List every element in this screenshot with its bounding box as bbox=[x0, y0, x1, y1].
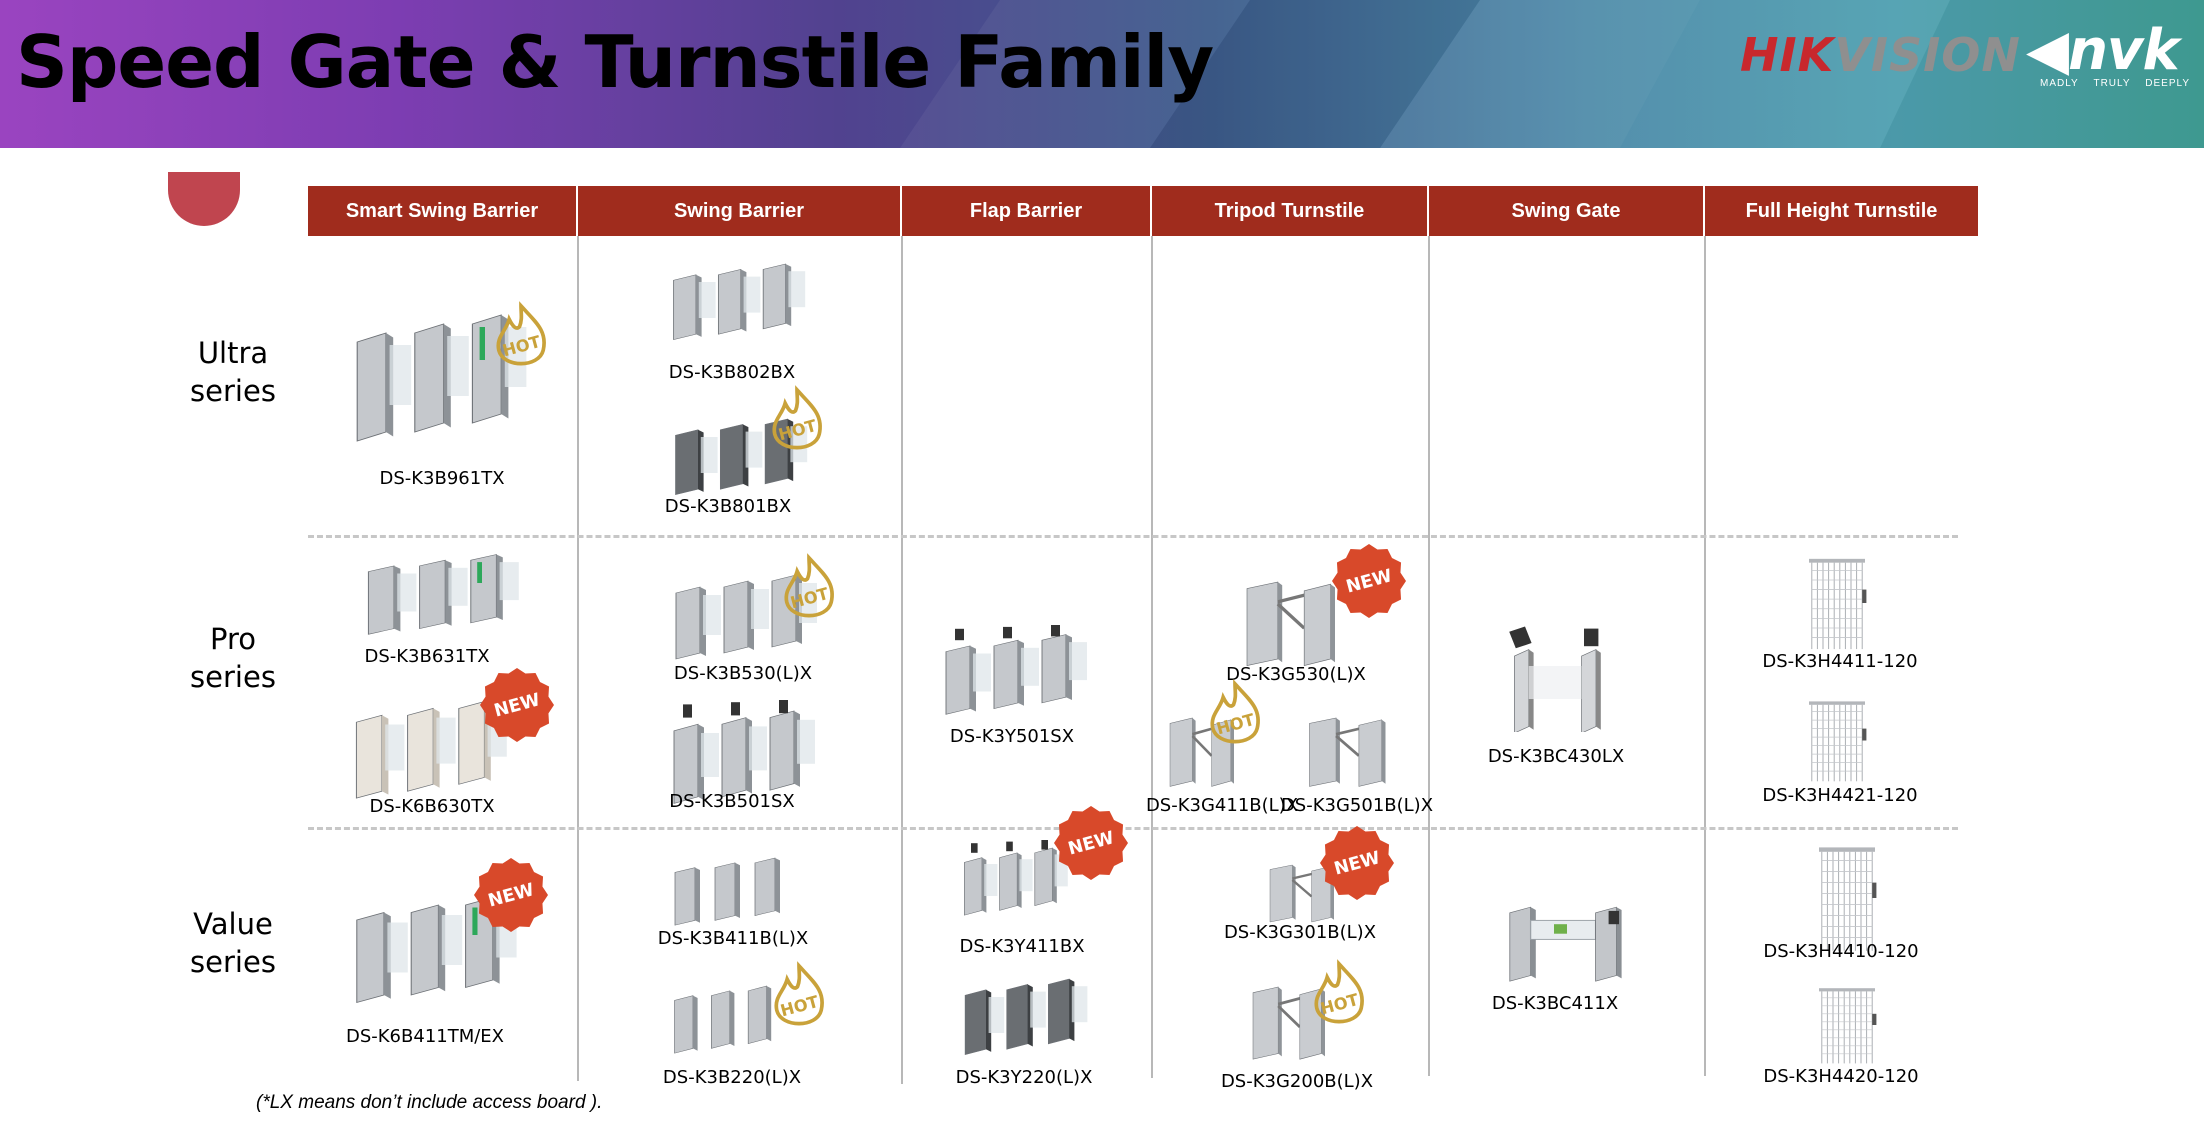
product-model-name: DS-K6B411TM/EX bbox=[345, 1026, 505, 1047]
column-header-swing-barrier: Swing Barrier bbox=[578, 186, 900, 236]
svg-text:HOT: HOT bbox=[500, 332, 543, 361]
nvk-tagline: MADLY TRULY DEEPLY bbox=[2040, 78, 2190, 89]
nvk-logo: ◀nvk bbox=[2026, 18, 2180, 83]
row-divider bbox=[308, 535, 1958, 538]
hot-badge-icon: HOT bbox=[760, 384, 834, 458]
column-divider bbox=[1151, 236, 1153, 1078]
tagline-word: DEEPLY bbox=[2145, 78, 2190, 89]
product-image bbox=[362, 545, 522, 640]
hot-badge-icon: HOT bbox=[1302, 958, 1376, 1032]
tagline-word: TRULY bbox=[2093, 78, 2131, 89]
column-header-smart-swing-barrier: Smart Swing Barrier bbox=[308, 186, 576, 236]
product-model-name: DS-K3H4421-120 bbox=[1762, 785, 1918, 806]
column-divider bbox=[1428, 236, 1430, 1076]
product-model-name: DS-K3G200B(L)X bbox=[1220, 1071, 1374, 1092]
product-model-name: DS-K3B411B(L)X bbox=[657, 928, 809, 949]
product-image bbox=[960, 840, 1070, 920]
column-divider bbox=[901, 236, 903, 1084]
product-image bbox=[940, 625, 1090, 720]
svg-text:HOT: HOT bbox=[1318, 990, 1361, 1019]
product-model-name: DS-K3Y411BX bbox=[959, 936, 1085, 957]
product-model-name: DS-K3G301B(L)X bbox=[1223, 922, 1377, 943]
column-header-tripod-turnstile: Tripod Turnstile bbox=[1152, 186, 1427, 236]
product-image bbox=[1244, 968, 1334, 1063]
hot-badge-icon: HOT bbox=[762, 960, 836, 1034]
product-model-name: DS-K3H4410-120 bbox=[1763, 941, 1919, 962]
product-model-name: DS-K3B801BX bbox=[664, 496, 792, 517]
row-divider bbox=[308, 827, 1958, 830]
product-image bbox=[1802, 698, 1872, 783]
product-image bbox=[1502, 890, 1632, 985]
hot-badge-icon: HOT bbox=[772, 552, 846, 626]
product-model-name: DS-K3B802BX bbox=[668, 362, 796, 383]
product-model-name: DS-K3B631TX bbox=[364, 646, 490, 667]
banner-background-art bbox=[900, 0, 2204, 148]
product-model-name: DS-K3G530(L)X bbox=[1226, 664, 1366, 685]
hikvision-logo: HIKVISION bbox=[1740, 28, 2021, 82]
new-badge-icon: NEW bbox=[480, 668, 554, 742]
product-image bbox=[1812, 843, 1882, 953]
product-image bbox=[1500, 622, 1620, 734]
product-image bbox=[1300, 700, 1395, 790]
page-title: Speed Gate & Turnstile Family bbox=[16, 20, 1214, 104]
product-model-name: DS-K6B630TX bbox=[369, 796, 495, 817]
svg-text:HOT: HOT bbox=[778, 992, 821, 1021]
product-image bbox=[668, 700, 818, 810]
product-model-name: DS-K3G411B(L)X bbox=[1145, 795, 1299, 816]
product-model-name: DS-K3B530(L)X bbox=[673, 663, 813, 684]
column-divider bbox=[1704, 236, 1706, 1076]
product-model-name: DS-K3H4420-120 bbox=[1763, 1066, 1919, 1087]
hot-badge-icon: HOT bbox=[1198, 678, 1272, 752]
product-image bbox=[670, 978, 785, 1058]
product-image bbox=[1802, 555, 1872, 651]
column-divider bbox=[577, 236, 579, 1081]
tagline-word: MADLY bbox=[2040, 78, 2079, 89]
product-image bbox=[1236, 560, 1346, 670]
product-image bbox=[1162, 700, 1242, 790]
svg-text:HOT: HOT bbox=[788, 584, 831, 613]
new-badge-icon: NEW bbox=[1332, 544, 1406, 618]
product-image bbox=[1812, 985, 1882, 1065]
product-model-name: DS-K3BC411X bbox=[1491, 993, 1619, 1014]
new-badge-icon: NEW bbox=[474, 858, 548, 932]
column-header-full-height-turnstile: Full Height Turnstile bbox=[1705, 186, 1978, 236]
product-model-name: DS-K3Y501SX bbox=[949, 726, 1075, 747]
product-image bbox=[1262, 850, 1342, 925]
product-model-name: DS-K3Y220(L)X bbox=[955, 1067, 1093, 1088]
product-image bbox=[960, 970, 1090, 1060]
new-badge-icon: NEW bbox=[1054, 806, 1128, 880]
column-header-flap-barrier: Flap Barrier bbox=[902, 186, 1150, 236]
new-badge-icon: NEW bbox=[1320, 826, 1394, 900]
product-image bbox=[670, 565, 820, 665]
decorative-tab bbox=[168, 172, 240, 226]
hot-badge-icon: HOT bbox=[484, 300, 558, 374]
product-image bbox=[350, 690, 510, 805]
product-model-name: DS-K3H4411-120 bbox=[1762, 651, 1918, 672]
product-image bbox=[668, 255, 808, 345]
header-banner: Speed Gate & Turnstile Family HIKVISION … bbox=[0, 0, 2204, 148]
product-model-name: DS-K3B501SX bbox=[669, 791, 795, 812]
svg-text:HOT: HOT bbox=[776, 416, 819, 445]
product-model-name: DS-K3BC430LX bbox=[1487, 746, 1625, 767]
footnote: (*LX means don’t include access board ). bbox=[256, 1092, 603, 1113]
svg-text:HOT: HOT bbox=[1214, 710, 1257, 739]
product-image bbox=[350, 300, 530, 450]
product-model-name: DS-K3B961TX bbox=[379, 468, 505, 489]
column-header-swing-gate: Swing Gate bbox=[1429, 186, 1703, 236]
product-image bbox=[670, 850, 795, 930]
product-model-name: DS-K3B220(L)X bbox=[662, 1067, 802, 1088]
product-image bbox=[670, 410, 810, 500]
product-model-name: DS-K3G501B(L)X bbox=[1280, 795, 1434, 816]
